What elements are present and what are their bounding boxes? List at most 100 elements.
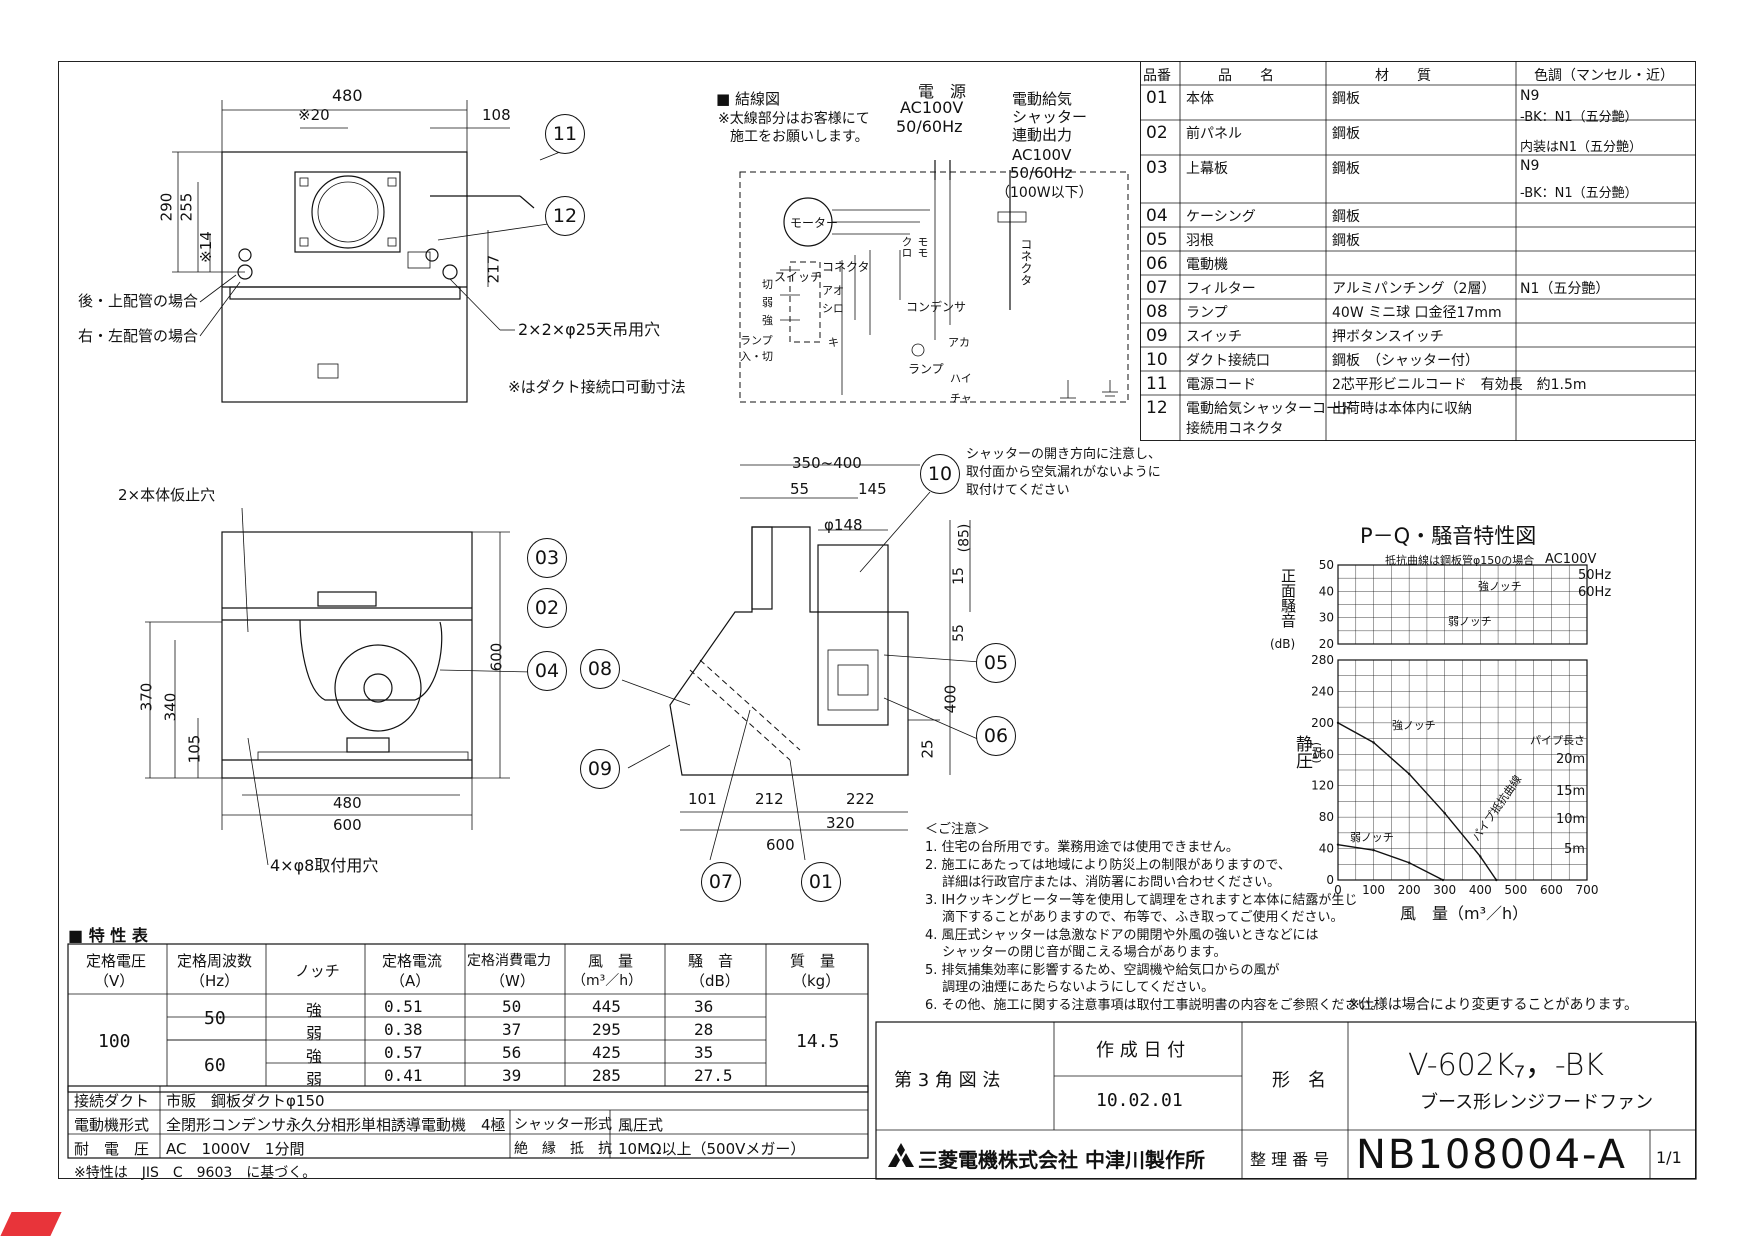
spec-h-airflow: 風 量 <box>588 952 634 970</box>
pq-len-20: 20m <box>1556 752 1586 767</box>
dim-480-front: 480 <box>333 794 362 812</box>
dim-600-front: 600 <box>333 816 362 834</box>
parts-row-9-col-1: 09 <box>1146 326 1168 346</box>
shutter-note-2: 取付面から空気漏れがないように <box>966 465 1161 480</box>
parts-header-material: 材 質 <box>1375 68 1431 84</box>
pq-pressure-unit: (Pa) <box>1310 742 1323 764</box>
parts-row-1-col-4: N9 <box>1520 88 1540 104</box>
pq-noise-tick: 20 <box>1319 637 1334 651</box>
parts-header-name: 品 名 <box>1218 68 1274 84</box>
pq-len-10: 10m <box>1556 812 1586 827</box>
parts-row-5-col-1: 05 <box>1146 230 1168 250</box>
spec-change-note: ※仕様は場合により変更することがあります。 <box>1348 997 1639 1013</box>
pq-point-strong <box>1495 878 1498 882</box>
dim-55-side: 55 <box>790 480 810 498</box>
doc-number-label: 整 理 番 号 <box>1250 1150 1330 1169</box>
spec-h-voltage: 定格電圧 <box>86 952 147 970</box>
company-name: 三菱電機株式会社 中津川製作所 <box>918 1148 1205 1172</box>
spec-row-1-col-5: 36 <box>694 997 714 1016</box>
creation-date: 10.02.01 <box>1096 1090 1183 1111</box>
parts-row-10-col-2: ダクト接続口 <box>1186 353 1270 369</box>
note-line-1: 1. 住宅の台所用です。業務用途では使用できません。 <box>925 840 1239 855</box>
parts-row-8-col-3: 40W ミニ球 口金径17mm <box>1332 305 1502 321</box>
pq-series-strong <box>1337 722 1497 881</box>
parts-row-4-col-3: 鋼板 <box>1332 209 1360 225</box>
spec-h-airflow-unit: （m³／h） <box>572 973 643 989</box>
parts-row-7-col-4: N1（五分艶） <box>1520 281 1610 297</box>
spec-row-2-col-4: 295 <box>592 1020 621 1039</box>
dim-101: 101 <box>688 790 717 808</box>
part-bubble-11: 11 <box>545 114 585 154</box>
model-label: 形 名 <box>1272 1070 1326 1091</box>
model-number: V-602K₇，-BK <box>1408 1048 1604 1083</box>
note-line-3: 詳細は行政官庁または、消防署にお問い合わせください。 <box>925 875 1281 890</box>
pq-chart-60hz: 60Hz <box>1578 585 1612 600</box>
spec-voltage: 100 <box>98 1031 131 1052</box>
front-view-drawing <box>145 507 533 866</box>
spec-h-voltage-unit: （V） <box>94 972 135 990</box>
lamp-switch-label: ランプ入・切 <box>740 334 773 363</box>
parts-row-6-col-2: 電動機 <box>1186 257 1228 273</box>
spec-h-current: 定格電流 <box>382 952 443 970</box>
label-rear-piping: 後・上配管の場合 <box>78 292 199 310</box>
dim-600-side: 600 <box>766 836 795 854</box>
parts-color-03-bk: -BK：N1（五分艶） <box>1520 186 1638 201</box>
parts-row-5-col-3: 鋼板 <box>1332 233 1360 249</box>
spec-row-2-col-3: 37 <box>502 1020 522 1039</box>
doc-number: NB108004-A <box>1356 1132 1627 1178</box>
pq-point-weak <box>1336 843 1340 846</box>
wiring-note-1: ※太線部分はお客様にて <box>718 111 870 127</box>
spec-motor-value: 全閉形コンデンサ永久分相形単相誘導電動機 4極 <box>166 1116 506 1134</box>
parts-row-4-col-2: ケーシング <box>1186 209 1256 225</box>
part-bubble-12: 12 <box>545 196 585 236</box>
part-bubble-02: 02 <box>527 588 567 628</box>
top-view-drawing <box>172 100 563 403</box>
part-bubble-04: 04 <box>527 651 567 691</box>
parts-row-11-col-2: 電源コード <box>1186 377 1256 393</box>
out-label-5: 50/60Hz <box>1010 164 1073 182</box>
spec-duct-value: 市販 鋼板ダクトφ150 <box>166 1092 325 1110</box>
pq-noise-tick: 50 <box>1319 558 1334 572</box>
pq-x-tick: 200 <box>1398 883 1421 897</box>
connector-label: コネクタ <box>822 260 870 274</box>
pq-point-weak <box>1372 848 1375 852</box>
parts-row-3-col-4: N9 <box>1520 158 1540 174</box>
spec-row-4-col-4: 285 <box>592 1066 621 1085</box>
note-line-8: 5. 排気捕集効率に影響するため、空調機や給気口からの風が <box>925 962 1280 978</box>
spec-h-mass-unit: （kg） <box>792 972 841 990</box>
spec-h-power: 定格消費電力 <box>467 953 551 969</box>
spec-withstand-label: 耐 電 圧 <box>74 1140 150 1158</box>
connector-label-vertical: コネクタ <box>1019 238 1033 286</box>
pq-point-strong <box>1336 721 1340 725</box>
spec-h-notch: ノッチ <box>295 962 340 980</box>
spec-h-freq: 定格周波数 <box>177 952 253 970</box>
spec-row-3-col-5: 35 <box>694 1043 714 1062</box>
parts-row-10-col-1: 10 <box>1146 350 1168 370</box>
parts-row-3-col-1: 03 <box>1146 158 1168 178</box>
dim-145: 145 <box>858 480 887 498</box>
dim-320: 320 <box>826 814 855 832</box>
pq-x-tick: 700 <box>1576 883 1599 897</box>
power-label-3: 50/60Hz <box>896 117 963 136</box>
pq-weak-label: 弱ノッチ <box>1350 831 1394 844</box>
strong-label: 強 <box>762 314 773 327</box>
spec-row-1-col-4: 445 <box>592 997 621 1016</box>
parts-row-10-col-3: 鋼板 （シャッター付） <box>1332 353 1479 369</box>
pq-point-strong <box>1372 741 1375 744</box>
wire-red-label: アカ <box>948 336 970 349</box>
pq-y-tick: 200 <box>1311 716 1334 730</box>
spec-shutter-value: 風圧式 <box>618 1116 664 1134</box>
spec-row-2-col-1: 弱 <box>306 1024 323 1043</box>
parts-row-7-col-2: フィルター <box>1186 281 1256 297</box>
spec-h-noise-unit: （dB） <box>690 972 740 990</box>
part-bubble-08: 08 <box>580 649 620 689</box>
spec-row-2-col-5: 28 <box>694 1020 714 1039</box>
note-line-9: 調理の油煙にあたらないようにしてください。 <box>925 980 1215 995</box>
wire-gray-label: ハイ <box>950 372 972 385</box>
shutter-note-3: 取付けてください <box>966 483 1070 498</box>
spec-row-3-col-4: 425 <box>592 1043 621 1062</box>
notes-heading: ＜ご注意＞ <box>925 822 991 837</box>
spec-h-power-unit: （W） <box>490 972 535 990</box>
switch-label: スイッチ <box>774 270 823 284</box>
